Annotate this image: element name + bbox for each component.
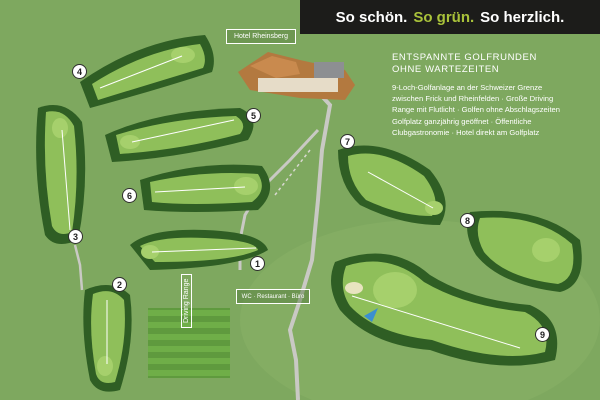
slogan-part-3: So herzlich. [480,8,565,26]
info-title-line-1: ENTSPANNTE GOLFRUNDEN [392,52,537,63]
hole-marker-5[interactable]: 5 [246,108,261,123]
info-text: 9-Loch-Golfanlage an der Schweizer Grenz… [392,82,592,138]
driving-range-label: Driving Range [181,273,192,328]
hole-marker-2[interactable]: 2 [112,277,127,292]
cart-path [287,90,333,400]
facilities-label: WC · Restaurant · Büro [236,289,310,304]
hole-5-area [105,108,254,162]
slogan-part-1: So schön. [335,8,408,26]
hole-marker-6[interactable]: 6 [122,188,137,203]
hole-3-area [36,105,86,244]
hotel-label: Hotel Rheinsberg [226,29,296,44]
hole-marker-9[interactable]: 9 [535,327,550,342]
hole-marker-8[interactable]: 8 [460,213,475,228]
hole-4-area [80,35,214,108]
hole-marker-3[interactable]: 3 [68,229,83,244]
info-text-line: zwischen Frick und Rheinfelden · Große D… [392,94,554,104]
hole-2-area [83,285,132,392]
cart-path [73,244,84,291]
info-text-line: Clubgastronomie · Hotel direkt am Golfpl… [392,127,540,137]
hole-8-area [467,210,582,292]
info-title-line-2: OHNE WARTEZEITEN [392,64,500,75]
info-text-line: 9-Loch-Golfanlage an der Schweizer Grenz… [392,83,543,92]
hole-9-area [331,253,558,366]
hole-marker-4[interactable]: 4 [72,64,87,79]
slogan-bar: So schön. So grün. So herzlich. [300,0,600,34]
hole-6-area [140,164,271,212]
info-title: ENTSPANNTE GOLFRUNDEN OHNE WARTEZEITEN [392,52,592,76]
hole-7-area [338,145,446,225]
info-text-line: Range mit Flutlicht · Golfen ohne Abschl… [392,105,560,115]
hole-marker-7[interactable]: 7 [340,134,355,149]
info-text-line: Golfplatz ganzjährig geöffnet · Öffentli… [392,116,532,126]
hotel-building [238,52,355,100]
hole-1-area [130,229,268,270]
slogan-part-2: So grün. [413,8,475,26]
info-block: ENTSPANNTE GOLFRUNDEN OHNE WARTEZEITEN 9… [392,52,592,138]
hole-marker-1[interactable]: 1 [250,256,265,271]
driving-range [148,308,230,378]
